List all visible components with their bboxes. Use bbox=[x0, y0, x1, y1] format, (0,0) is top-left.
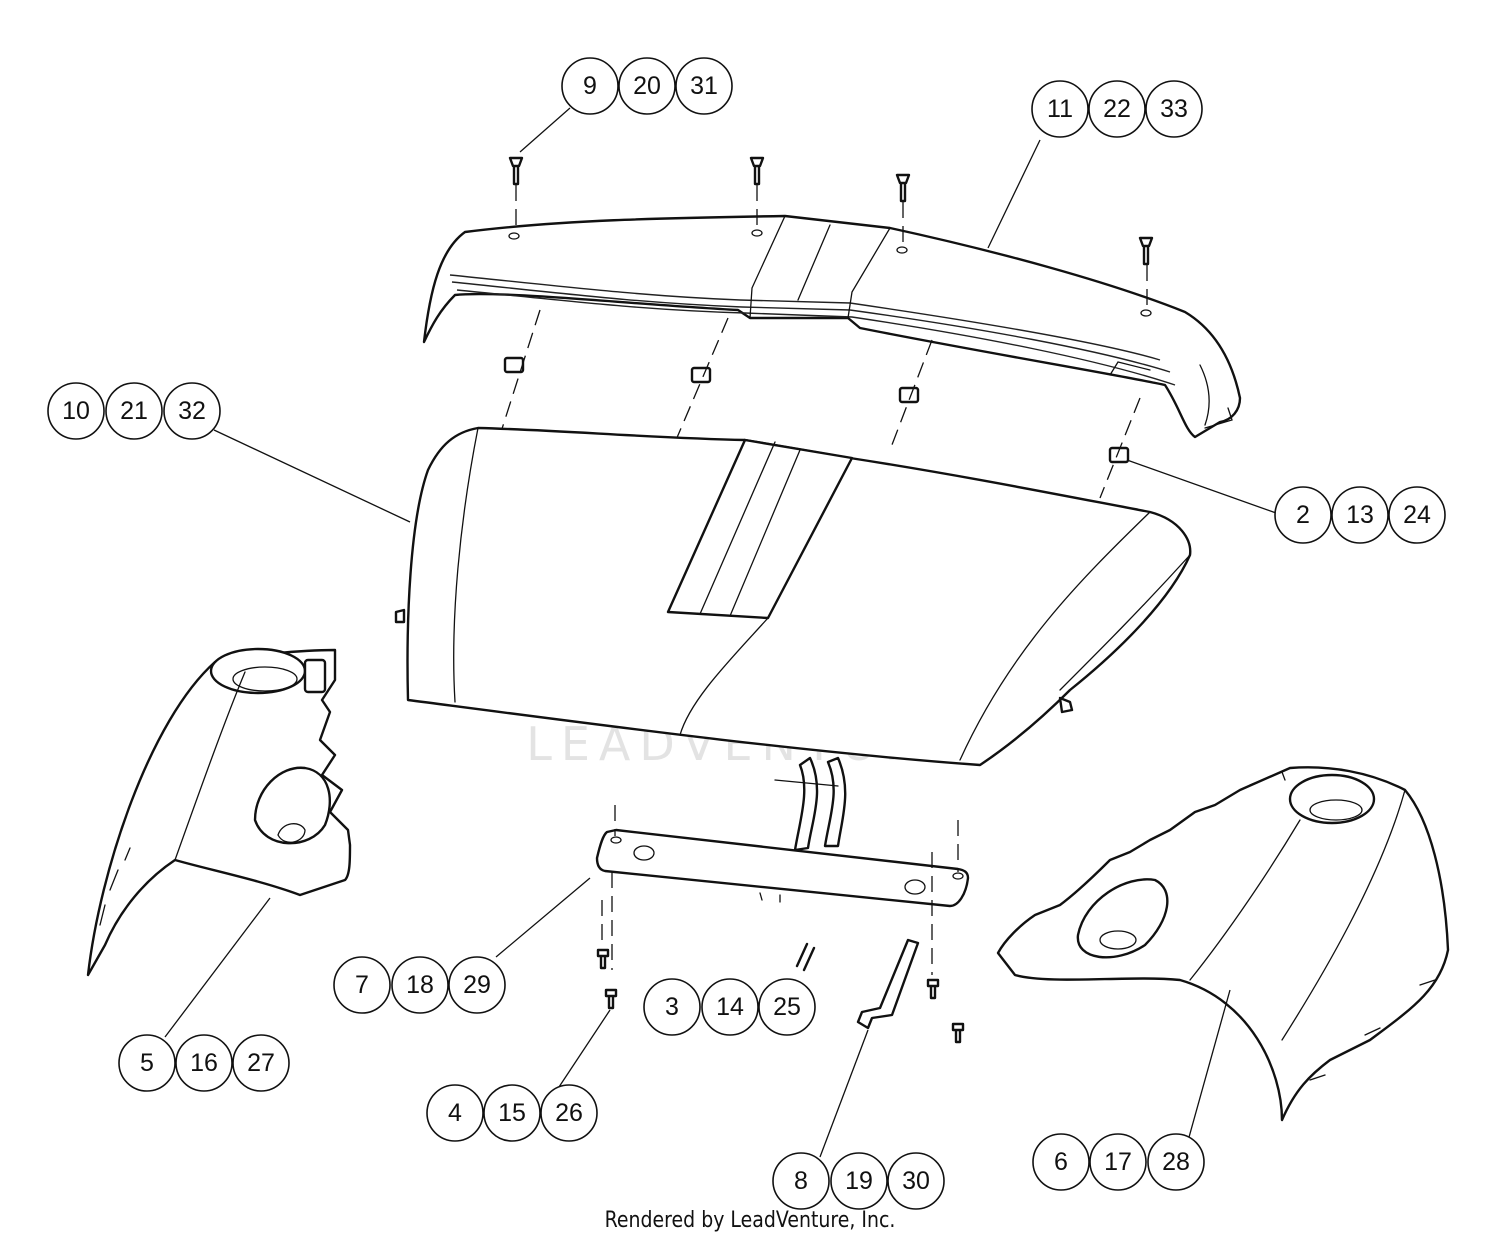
callout-11-22-33[interactable]: 11 22 33 bbox=[1031, 80, 1203, 138]
callout-7-18-29[interactable]: 7 18 29 bbox=[333, 956, 506, 1014]
svg-text:20: 20 bbox=[633, 72, 661, 100]
svg-text:6: 6 bbox=[1054, 1148, 1068, 1176]
svg-text:30: 30 bbox=[902, 1167, 930, 1195]
hood-part bbox=[394, 426, 1192, 767]
svg-text:3: 3 bbox=[665, 993, 679, 1021]
hinge-straps bbox=[774, 756, 847, 852]
clip-group bbox=[499, 309, 1141, 499]
svg-text:5: 5 bbox=[140, 1049, 154, 1077]
callout-2-13-24[interactable]: 2 13 24 bbox=[1274, 486, 1446, 544]
bracket-plate-part bbox=[595, 805, 970, 975]
svg-text:24: 24 bbox=[1403, 501, 1431, 529]
svg-text:4: 4 bbox=[448, 1099, 462, 1127]
svg-text:7: 7 bbox=[355, 971, 369, 999]
svg-text:25: 25 bbox=[773, 993, 801, 1021]
svg-text:32: 32 bbox=[178, 397, 206, 425]
svg-text:26: 26 bbox=[555, 1099, 583, 1127]
svg-text:28: 28 bbox=[1162, 1148, 1190, 1176]
callout-6-17-28[interactable]: 6 17 28 bbox=[1032, 1133, 1205, 1191]
svg-text:21: 21 bbox=[120, 397, 148, 425]
svg-text:31: 31 bbox=[690, 72, 718, 100]
hood-trim-part bbox=[422, 214, 1242, 439]
leader-lines bbox=[164, 107, 1277, 1158]
right-side-panel-part bbox=[996, 766, 1450, 1122]
svg-text:10: 10 bbox=[62, 397, 90, 425]
hinge-arm-part bbox=[856, 938, 920, 1030]
svg-text:27: 27 bbox=[247, 1049, 275, 1077]
callout-10-21-32[interactable]: 10 21 32 bbox=[47, 382, 221, 440]
screw-group bbox=[508, 156, 1154, 317]
credit-text: Rendered by LeadVenture, Inc. bbox=[604, 1208, 896, 1233]
svg-text:19: 19 bbox=[845, 1167, 873, 1195]
svg-text:9: 9 bbox=[583, 72, 597, 100]
callout-4-15-26[interactable]: 4 15 26 bbox=[426, 1084, 598, 1142]
svg-text:16: 16 bbox=[190, 1049, 218, 1077]
svg-text:14: 14 bbox=[716, 993, 744, 1021]
callout-3-14-25[interactable]: 3 14 25 bbox=[643, 978, 816, 1036]
callout-9-20-31[interactable]: 9 20 31 bbox=[561, 57, 733, 115]
svg-text:17: 17 bbox=[1104, 1148, 1132, 1176]
svg-text:33: 33 bbox=[1160, 95, 1188, 123]
svg-text:13: 13 bbox=[1346, 501, 1374, 529]
svg-text:15: 15 bbox=[498, 1099, 526, 1127]
left-side-panel-part bbox=[86, 647, 352, 977]
svg-text:2: 2 bbox=[1296, 501, 1310, 529]
callout-5-16-27[interactable]: 5 16 27 bbox=[118, 1034, 290, 1092]
bolt-group bbox=[596, 900, 965, 1044]
svg-text:22: 22 bbox=[1103, 95, 1131, 123]
svg-text:11: 11 bbox=[1047, 95, 1073, 123]
svg-text:29: 29 bbox=[463, 971, 491, 999]
cotter-pin-part bbox=[795, 942, 816, 972]
svg-text:8: 8 bbox=[794, 1167, 808, 1195]
callout-8-19-30[interactable]: 8 19 30 bbox=[772, 1152, 945, 1210]
svg-text:18: 18 bbox=[406, 971, 434, 999]
